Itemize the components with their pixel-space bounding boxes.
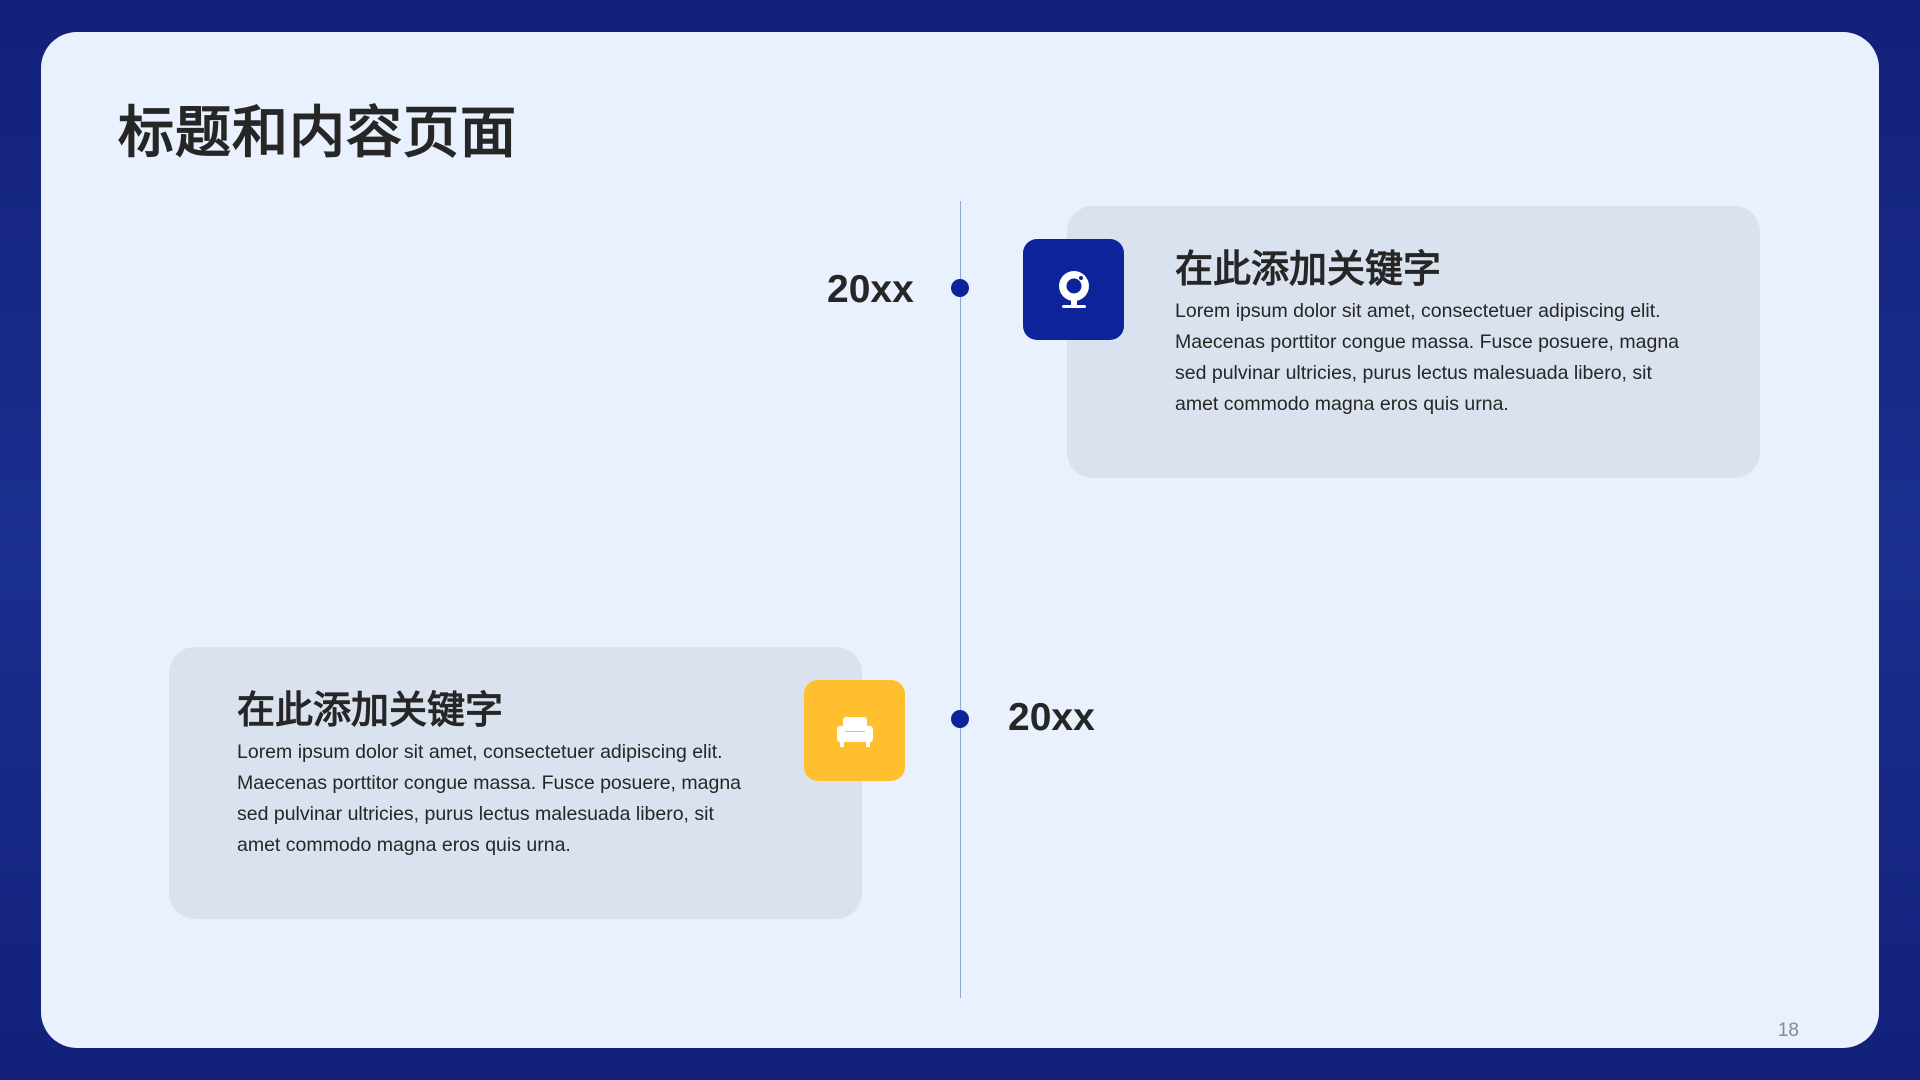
page-number: 18 bbox=[1777, 1020, 1799, 1041]
timeline-line bbox=[960, 201, 961, 998]
sofa-icon-box bbox=[804, 680, 905, 781]
timeline-dot-2 bbox=[951, 710, 969, 728]
timeline-year-2: 20xx bbox=[1008, 696, 1095, 739]
webcam-icon bbox=[1058, 270, 1089, 308]
timeline-card-2: 在此添加关键字 Lorem ipsum dolor sit amet, cons… bbox=[169, 647, 862, 919]
timeline-year-1: 20xx bbox=[827, 268, 914, 311]
card-heading: 在此添加关键字 bbox=[237, 688, 504, 732]
card-heading: 在此添加关键字 bbox=[1175, 247, 1442, 291]
timeline-card-1: 在此添加关键字 Lorem ipsum dolor sit amet, cons… bbox=[1067, 206, 1760, 478]
sofa-icon bbox=[836, 716, 873, 747]
card-body-text: Lorem ipsum dolor sit amet, consectetuer… bbox=[1175, 300, 1680, 415]
card-body-text: Lorem ipsum dolor sit amet, consectetuer… bbox=[237, 741, 742, 856]
slide-title: 标题和内容页面 bbox=[118, 101, 517, 166]
timeline-dot-1 bbox=[951, 279, 969, 297]
slide-canvas: 标题和内容页面 20xx 20xx 在此添加关键字 Lorem ipsum do… bbox=[41, 32, 1879, 1048]
webcam-icon-box bbox=[1023, 239, 1124, 340]
